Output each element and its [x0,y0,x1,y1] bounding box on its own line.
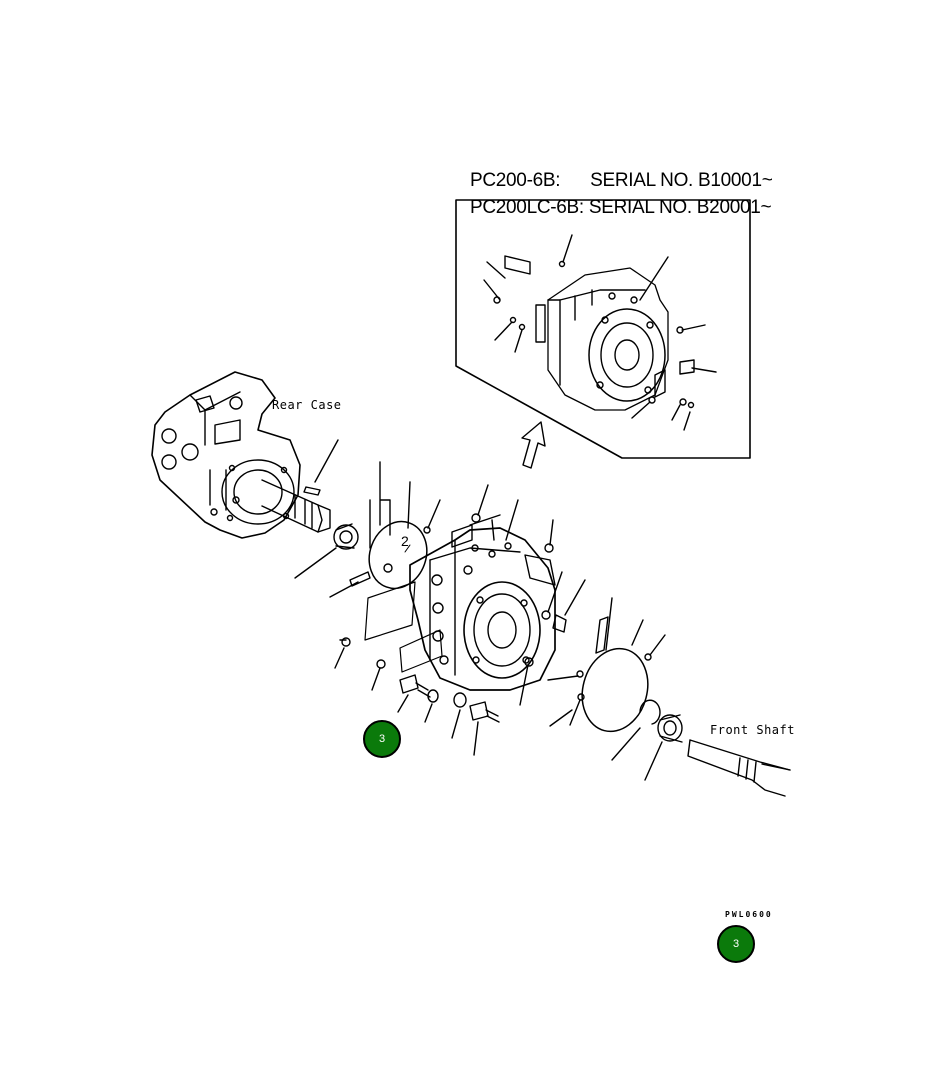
drawing-code: PWL0600 [725,910,773,919]
rear-case-assembly [151,371,359,579]
lower-fasteners [397,674,500,756]
inset-variant-detail [455,199,751,459]
serial-model-2: PC200LC-6B: [469,197,584,218]
hotspot-label: 3 [732,938,740,950]
callout-number-2: 2 [401,533,409,549]
front-shaft-assembly [547,597,791,797]
serial-number-1: SERIAL NO. B10001~ [590,170,773,191]
serial-range-1: PC200-6B: SERIAL NO. B10001~ [460,148,773,192]
serial-model-1: PC200-6B: [469,170,561,191]
serial-number-2: SERIAL NO. B20001~ [588,197,772,218]
direction-arrow [521,421,546,469]
part-hotspot-3-secondary[interactable]: 3 [717,925,755,963]
front-shaft-label: Front Shaft [710,723,795,737]
serial-range-2: PC200LC-6B: SERIAL NO. B20001~ [460,175,772,219]
hotspot-label: 3 [378,733,386,745]
main-pump-housing [371,484,586,706]
rear-case-label: Rear Case [272,398,342,412]
gasket-plate [329,461,441,669]
part-hotspot-3[interactable]: 3 [363,720,401,758]
